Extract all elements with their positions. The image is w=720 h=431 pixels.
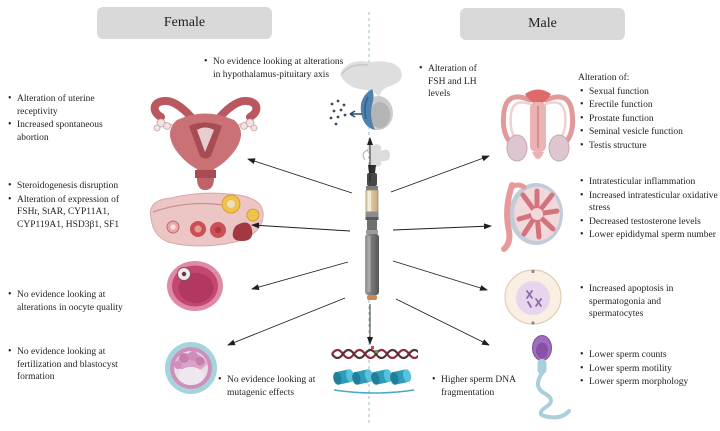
male-repro-note: Alteration of: Sexual function Erectile … [578, 72, 718, 153]
testis-icon [498, 179, 566, 253]
oocyte-icon [166, 260, 224, 312]
apoptosis-note: Increased apoptosis in spermatogonia and… [578, 282, 704, 322]
blastocyst-icon [164, 341, 218, 395]
mutagenic-note: No evidence looking at mutagenic effects [216, 373, 334, 400]
hormone-note: Alteration of FSH and LH levels [417, 62, 495, 102]
female-header-label: Female [163, 15, 206, 30]
sperm-dna-note: Higher sperm DNA fragmentation [430, 373, 528, 400]
uterus-note: Alteration of uterine receptivity Increa… [6, 92, 134, 145]
dna-nucleosome-icon [330, 346, 418, 400]
male-header-label: Male [528, 16, 557, 31]
spermatogonia-cell-icon [503, 268, 563, 326]
male-section-header: Male [460, 8, 625, 40]
oocyte-note: No evidence looking at alterations in oo… [6, 288, 132, 315]
sperm-note: Lower sperm counts Lower sperm motility … [578, 348, 713, 390]
female-section-header: Female [97, 7, 272, 39]
pituitary-note: No evidence looking at alterations in hy… [202, 55, 350, 82]
sperm-icon [508, 334, 574, 424]
ovary-icon [143, 188, 268, 250]
uterus-icon [148, 92, 263, 192]
ovary-note: Steroidogenesis disruption Alteration of… [6, 179, 134, 232]
e-cigarette-icon [352, 142, 392, 304]
testis-note: Intratesticular inflammation Increased i… [578, 175, 718, 243]
male-reproductive-system-icon [497, 84, 579, 168]
male-repro-note-intro: Alteration of: [578, 73, 630, 83]
pituitary-gland-icon [328, 55, 406, 137]
blastocyst-note: No evidence looking at fertilization and… [6, 345, 138, 385]
